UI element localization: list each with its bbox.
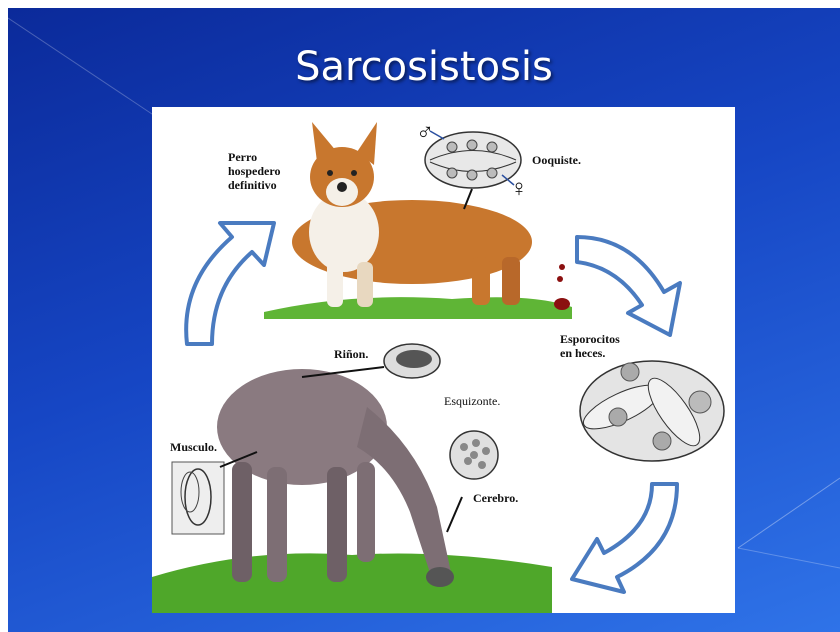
grass-llama: [152, 553, 552, 613]
dog-label-line3: definitivo: [228, 178, 280, 192]
dog-label-line2: hospedero: [228, 164, 280, 178]
female-symbol: ♀: [510, 177, 528, 201]
sporocysts-label-line1: Esporocitos: [560, 332, 620, 346]
arrow-down-left: [572, 484, 677, 592]
brain-label: Cerebro.: [473, 491, 518, 505]
feces-drops: [554, 264, 570, 310]
sporocysts-illustration: [578, 361, 724, 461]
oocyst-illustration: [425, 131, 521, 209]
male-symbol: ♂: [416, 121, 434, 145]
dog-label: Perro hospedero definitivo: [228, 150, 280, 192]
muscle-label: Musculo.: [170, 440, 217, 454]
grass-dog: [264, 297, 572, 319]
slide-title: Sarcosistosis: [8, 44, 840, 90]
arrow-down-right: [577, 237, 680, 335]
dog-label-line1: Perro: [228, 150, 280, 164]
brain-illustration: [447, 431, 498, 532]
sporocysts-label: Esporocitos en heces.: [560, 332, 620, 360]
schizont-label: Esquizonte.: [444, 394, 500, 408]
slide: Sarcosistosis: [8, 8, 840, 632]
life-cycle-diagram: Perro hospedero definitivo ♂ ♀ Ooquiste.…: [152, 107, 735, 613]
oocyst-label: Ooquiste.: [532, 153, 581, 167]
kidney-label: Riñon.: [334, 347, 368, 361]
arrow-up-right: [186, 223, 274, 344]
sporocysts-label-line2: en heces.: [560, 346, 620, 360]
